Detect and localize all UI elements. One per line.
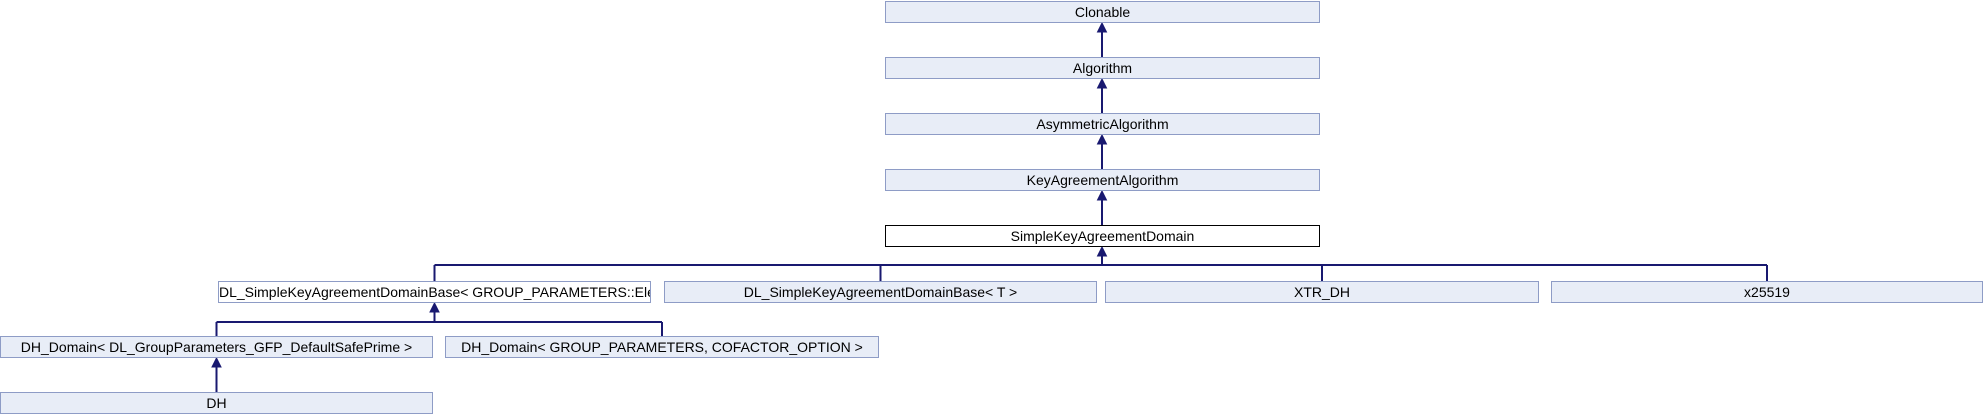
class-node-xtr-dh[interactable]: XTR_DH: [1105, 281, 1539, 303]
edge-children-to-simple-key-agreement-domain: [433, 245, 1768, 281]
class-node-dl-simplekeyagreementdomainbase-t[interactable]: DL_SimpleKeyAgreementDomainBase< T >: [664, 281, 1097, 303]
class-node-key-agreement-algorithm[interactable]: KeyAgreementAlgorithm: [885, 169, 1320, 191]
class-node-dh-domain-cofactor-option[interactable]: DH_Domain< GROUP_PARAMETERS, COFACTOR_OP…: [445, 336, 879, 358]
edge-simple-key-agreement-domain-to-key-agreement-algorithm: [1096, 189, 1108, 225]
class-node-simple-key-agreement-domain-current: SimpleKeyAgreementDomain: [885, 225, 1320, 247]
edge-algorithm-to-clonable: [1096, 21, 1108, 57]
class-node-dh-domain-defaultsafeprime[interactable]: DH_Domain< DL_GroupParameters_GFP_Defaul…: [0, 336, 433, 358]
class-node-asymmetric-algorithm[interactable]: AsymmetricAlgorithm: [885, 113, 1320, 135]
edge-dh-domains-to-dl-base-element: [215, 301, 663, 336]
class-node-algorithm[interactable]: Algorithm: [885, 57, 1320, 79]
class-node-dh[interactable]: DH: [0, 392, 433, 414]
class-node-clonable[interactable]: Clonable: [885, 1, 1320, 23]
edge-dh-to-dh-domain-safeprime: [211, 356, 222, 392]
edge-asymmetric-algorithm-to-algorithm: [1096, 77, 1108, 113]
class-node-x25519[interactable]: x25519: [1551, 281, 1983, 303]
class-node-dl-simplekeyagreementdomainbase-element[interactable]: DL_SimpleKeyAgreementDomainBase< GROUP_P…: [218, 281, 651, 303]
edge-key-agreement-algorithm-to-asymmetric-algorithm: [1096, 133, 1108, 169]
